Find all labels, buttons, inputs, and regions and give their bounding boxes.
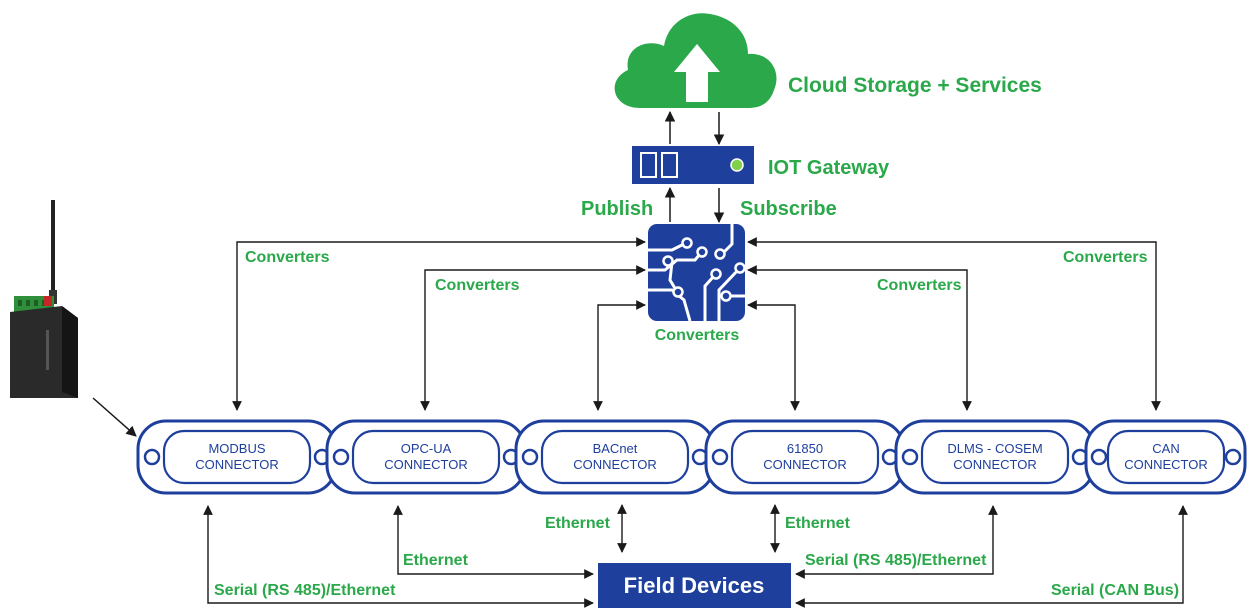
dlms-link-label: Serial (RS 485)/Ethernet xyxy=(805,552,987,569)
opcua-connector-line2: CONNECTOR xyxy=(384,457,468,472)
cloud-label: Cloud Storage + Services xyxy=(788,74,1042,97)
gateway-device-icon xyxy=(632,146,754,184)
converter-hub-icon xyxy=(648,224,746,322)
bacnet-link-label: Ethernet xyxy=(545,515,611,532)
modbus-link-label: Serial (RS 485)/Ethernet xyxy=(214,582,396,599)
publish-label: Publish xyxy=(581,198,653,220)
modbus-connector-line1: MODBUS xyxy=(208,441,265,456)
converters-label-modbus: Converters xyxy=(245,249,330,266)
field-devices-box xyxy=(598,563,791,608)
can-hub-link xyxy=(747,237,1161,411)
can-link-label: Serial (CAN Bus) xyxy=(1051,582,1179,599)
opcua-link-label: Ethernet xyxy=(403,552,469,569)
opcua-connector: OPC-UA CONNECTOR xyxy=(325,419,527,495)
hub-label: Converters xyxy=(655,327,740,344)
iec61850-connector-line2: CONNECTOR xyxy=(763,457,847,472)
opcua-hub-link xyxy=(420,265,646,411)
iec61850-hub-link xyxy=(747,300,800,411)
can-field-link xyxy=(795,505,1188,608)
gateway-label: IOT Gateway xyxy=(768,157,890,179)
modbus-field-link xyxy=(203,505,594,608)
converters-label-opcua: Converters xyxy=(435,277,520,294)
subscribe-label: Subscribe xyxy=(740,198,837,220)
can-connector-line1: CAN xyxy=(1152,441,1179,456)
modbus-connector-line2: CONNECTOR xyxy=(195,457,279,472)
can-connector: CAN CONNECTOR xyxy=(1084,419,1247,495)
cloud-icon xyxy=(614,13,777,108)
modbus-hub-link xyxy=(232,237,646,411)
converters-label-can: Converters xyxy=(1063,249,1148,266)
opcua-connector-line1: OPC-UA xyxy=(401,441,452,456)
opcua-field-link xyxy=(393,505,594,579)
iec61850-link-label: Ethernet xyxy=(785,515,851,532)
field-devices-label: Field Devices xyxy=(624,573,765,598)
dlms-connector: DLMS - COSEM CONNECTOR xyxy=(894,419,1096,495)
converters-label-dlms: Converters xyxy=(877,277,962,294)
dlms-connector-line1: DLMS - COSEM xyxy=(947,441,1042,456)
bacnet-hub-link xyxy=(593,300,646,411)
bacnet-connector-line2: CONNECTOR xyxy=(573,457,657,472)
gateway-hardware-icon xyxy=(10,200,78,398)
modbus-connector: MODBUS CONNECTOR xyxy=(136,419,338,495)
hardware-pointer-arrow xyxy=(92,397,137,437)
bacnet-connector: BACnet CONNECTOR xyxy=(514,419,716,495)
iec61850-connector-line1: 61850 xyxy=(787,441,823,456)
can-connector-line2: CONNECTOR xyxy=(1124,457,1208,472)
bacnet-connector-line1: BACnet xyxy=(593,441,638,456)
dlms-connector-line2: CONNECTOR xyxy=(953,457,1037,472)
iec61850-connector: 61850 CONNECTOR xyxy=(704,419,906,495)
